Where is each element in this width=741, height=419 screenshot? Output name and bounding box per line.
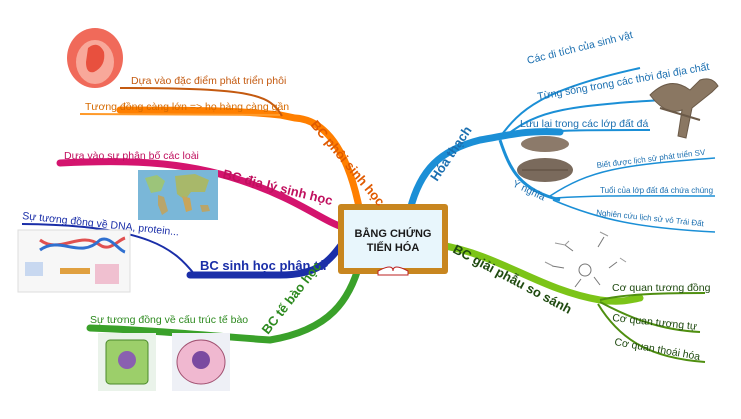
branch-line-dialy	[56, 158, 349, 232]
phoi-item-1: Dựa vào đặc điểm phát triển phôi	[131, 75, 286, 87]
branch-line-giaiphau-item1	[599, 292, 706, 301]
branch-line-ynghia-item1	[549, 157, 716, 197]
homologous-limbs-image	[544, 231, 627, 288]
branch-label-phantu[interactable]: BC sinh học phân tử	[200, 258, 328, 273]
branch-line-giaiphau	[436, 241, 644, 305]
giaiphau-item-2: Cơ quan tương tự	[612, 312, 698, 333]
branch-line-hoathach-item3	[509, 129, 651, 136]
branch-line-giaiphau-item3	[597, 303, 706, 363]
ynghia-item-1: Biết được lịch sử phát triển SV	[596, 148, 706, 170]
center-node[interactable]: BẰNG CHỨNG TIẾN HÓA	[338, 204, 448, 276]
center-title-line2: TIẾN HÓA	[367, 241, 420, 254]
branch-line-ynghia-item2	[554, 195, 716, 199]
branch-line-phoi-item2	[79, 113, 281, 116]
hoathach-item-3: Lưu lại trong các lớp đất đá	[520, 118, 648, 130]
embryo-image	[67, 28, 123, 88]
branch-label-dialy[interactable]: BC địa lý sinh học	[221, 166, 334, 208]
branch-line-hoathach-item1	[499, 67, 641, 138]
branch-label-giaiphau[interactable]: BC giải phẫu so sánh	[451, 241, 575, 316]
branch-line-phantu-item	[21, 223, 196, 276]
hoathach-item-1: Các di tích của sinh vật	[526, 29, 634, 67]
branch-line-giaiphau-item2	[599, 301, 701, 333]
phoi-item-2: Tương đồng càng lớn => họ hàng càng gần	[85, 101, 289, 113]
giaiphau-item-3: Cơ quan thoái hóa	[613, 336, 701, 363]
branch-line-hoathach-ynghia	[498, 139, 561, 202]
branch-label-hoathach[interactable]: Hóa thạch	[427, 123, 475, 184]
book-icon	[377, 266, 409, 276]
tebao-item-1: Sự tương đồng về cấu trúc tế bào	[90, 314, 248, 326]
center-title-line1: BẰNG CHỨNG	[355, 227, 432, 240]
giaiphau-item-1: Cơ quan tương đồng	[612, 282, 711, 294]
cell-diagram-image	[98, 333, 230, 391]
ynghia-item-3: Nghiên cứu lịch sử vỏ Trái Đất	[596, 208, 705, 228]
dialy-item-1: Dựa vào sự phân bố các loài	[64, 150, 199, 162]
branch-line-ynghia-item3	[552, 199, 716, 233]
world-map-image	[138, 170, 218, 220]
branch-line-phoi-item1	[119, 87, 283, 117]
ynghia-item-2: Tuổi của lớp đất đá chứa chúng	[600, 186, 713, 195]
dinosaur-skeleton-image	[649, 78, 719, 139]
trilobite-fossil-image	[517, 136, 573, 182]
dna-diagram-image	[17, 229, 131, 293]
branch-line-tebao	[86, 258, 364, 344]
